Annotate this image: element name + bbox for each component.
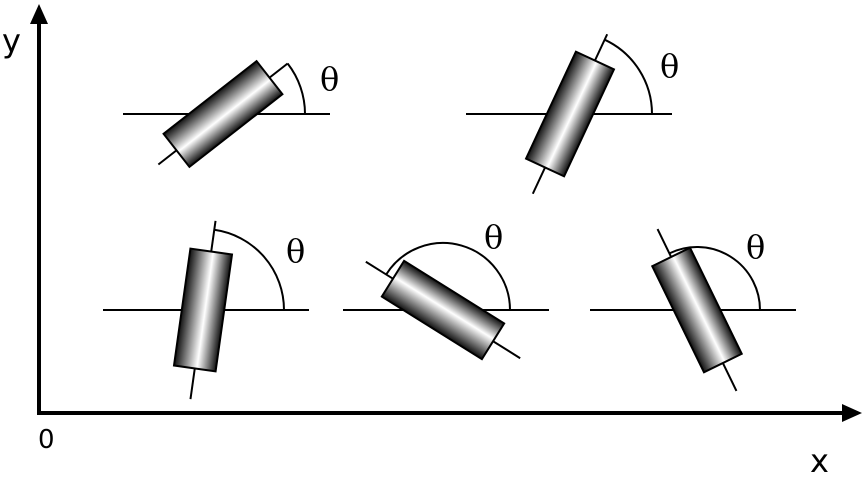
rod-body (162, 59, 284, 169)
y-axis-arrowhead (30, 4, 48, 24)
x-axis-arrowhead (842, 404, 862, 422)
angle-arc (385, 242, 511, 311)
angle-arc (286, 62, 306, 115)
y-axis-label: y (2, 22, 21, 60)
rod-group: θ (590, 228, 796, 392)
theta-label: θ (484, 218, 503, 256)
rod-group: θ (103, 220, 309, 400)
axes: y x 0 (2, 4, 862, 480)
theta-label: θ (286, 232, 305, 270)
angle-arc (604, 38, 653, 115)
theta-label: θ (660, 47, 679, 85)
x-axis-label: x (810, 442, 829, 480)
rod-group: θ (123, 59, 339, 169)
angle-arc (214, 228, 285, 311)
rod-body (524, 50, 616, 178)
rod-body (380, 259, 506, 361)
rod-group: θ (466, 33, 679, 195)
theta-label: θ (320, 60, 339, 98)
rods-group: θ θ θ θ θ (103, 33, 796, 400)
rod-body (172, 247, 234, 373)
rod-body (650, 246, 744, 374)
origin-label: 0 (38, 425, 55, 455)
theta-label: θ (746, 228, 765, 266)
rod-group: θ (343, 218, 549, 361)
angle-arc (668, 246, 761, 311)
